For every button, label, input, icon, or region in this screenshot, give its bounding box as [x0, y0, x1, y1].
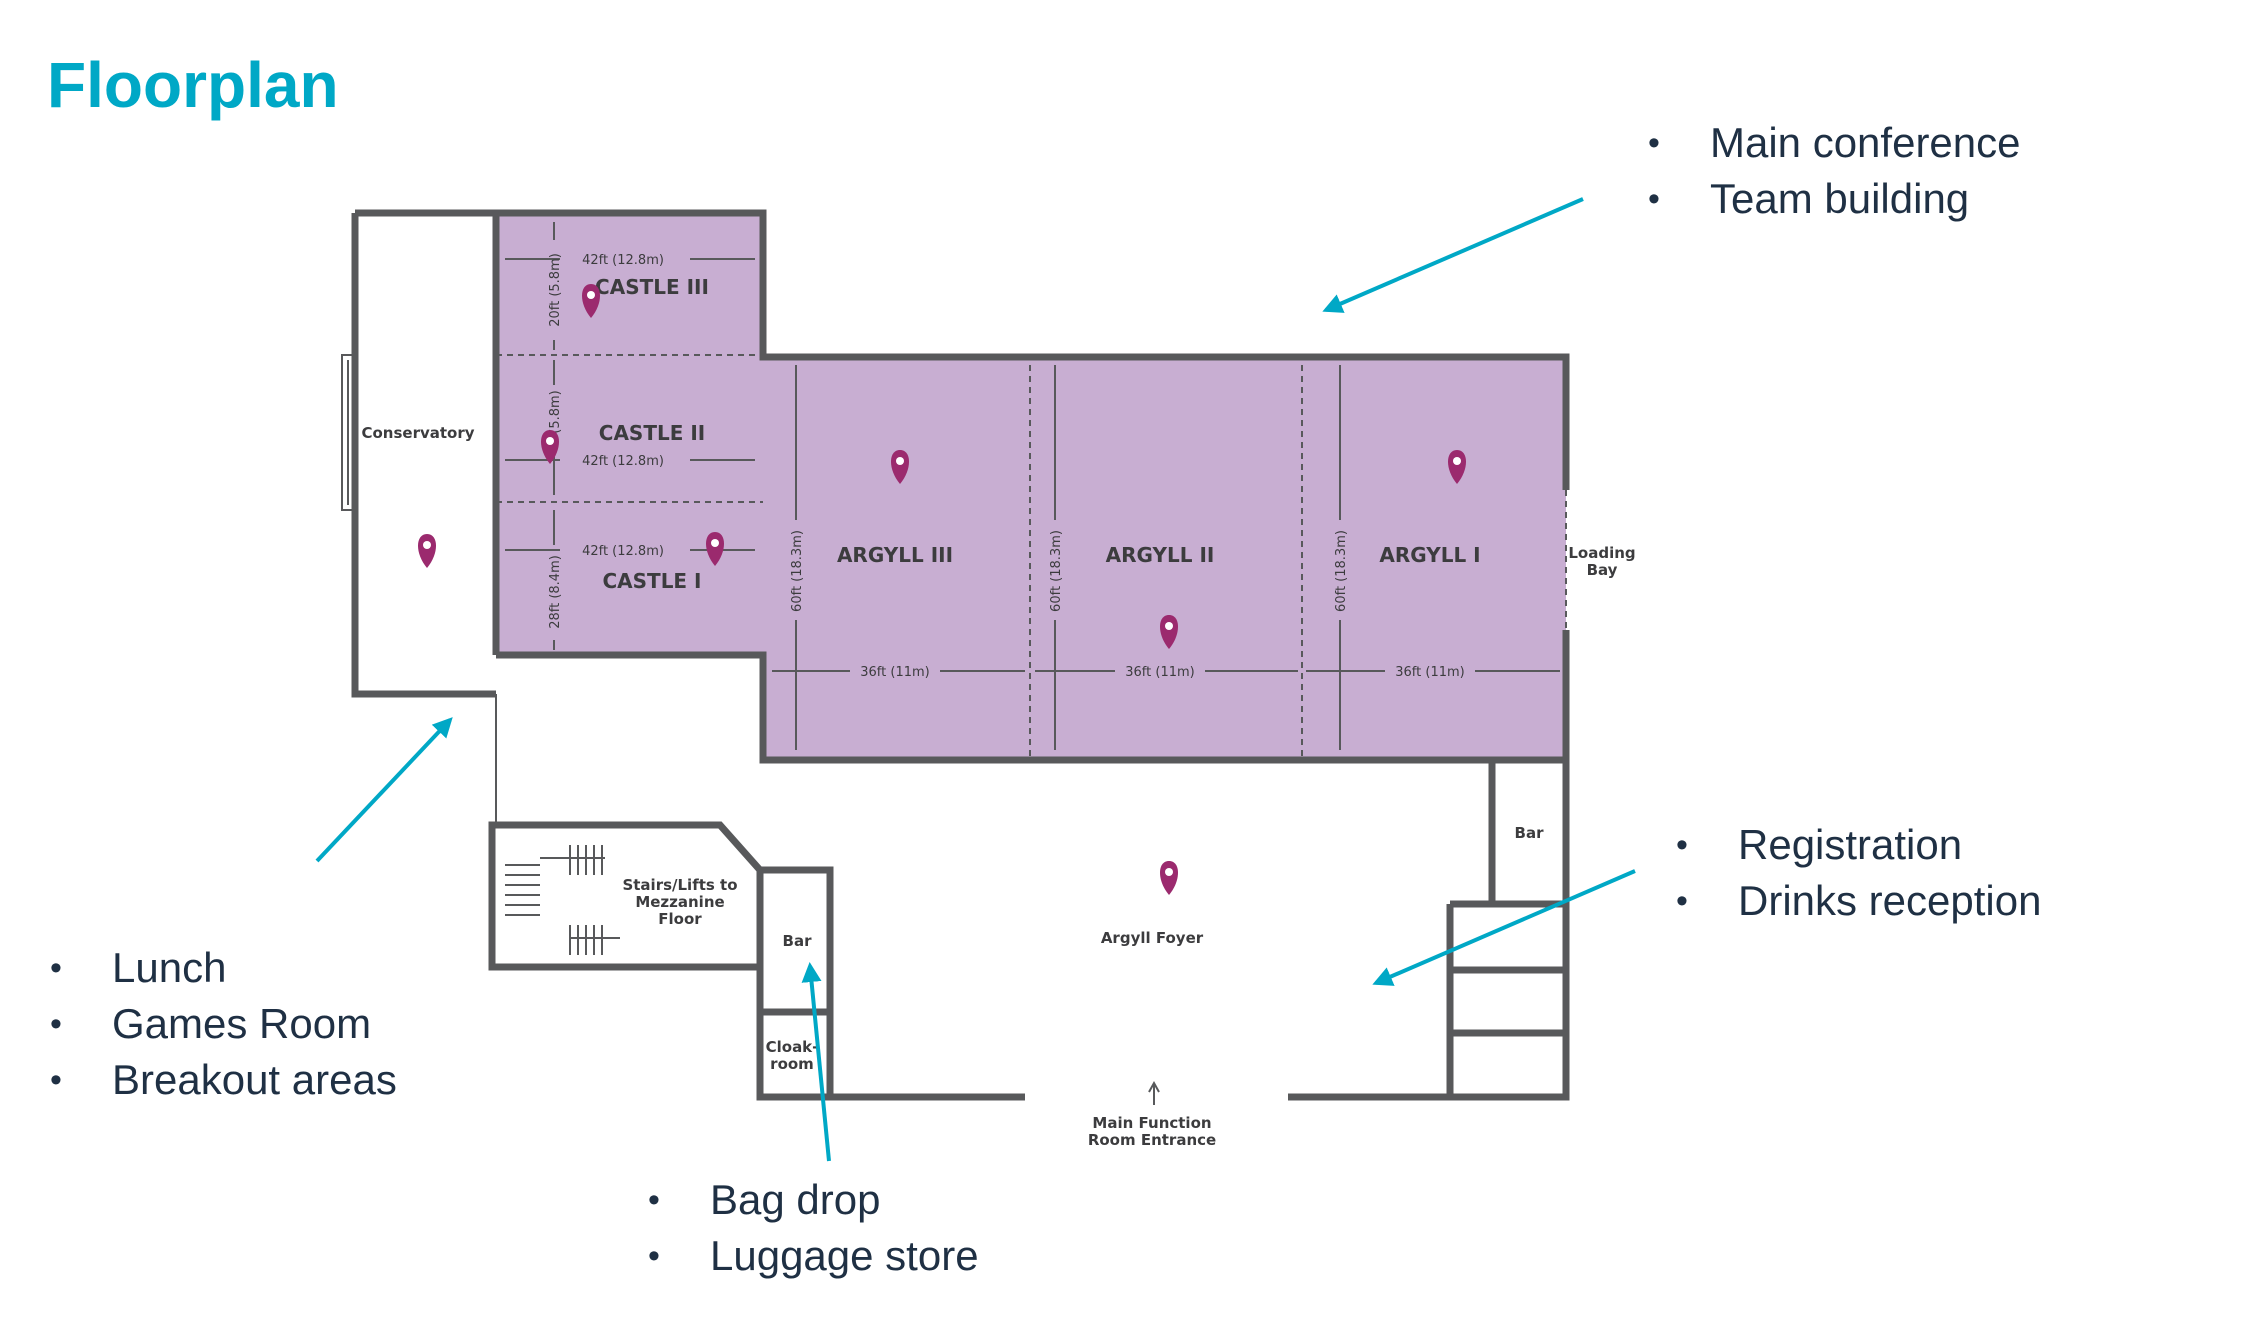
castle2-height: (5.8m) — [548, 390, 563, 433]
stairs-label-2: Mezzanine — [635, 893, 724, 911]
callout-item: Games Room — [42, 996, 397, 1052]
argyll2-width: 36ft (11m) — [1125, 665, 1194, 680]
bar-left-label: Bar — [783, 932, 813, 950]
pin-icon-foyer — [1160, 861, 1178, 895]
callout-arrow-foyer — [1372, 869, 1636, 986]
cloakroom-label-1: Cloak- — [766, 1038, 819, 1056]
south-east-rooms — [1288, 760, 1570, 1101]
room-castle-ii: CASTLE II — [599, 421, 705, 445]
conservatory-wall — [351, 213, 496, 698]
castle3-width: 42ft (12.8m) — [582, 253, 664, 268]
room-argyll-i: ARGYLL I — [1379, 543, 1480, 567]
pin-icon-conservatory — [418, 534, 436, 568]
stairs-label-3: Floor — [658, 910, 702, 928]
castle1-width: 42ft (12.8m) — [582, 544, 664, 559]
callout-conservatory-list: Lunch Games Room Breakout areas — [42, 940, 397, 1108]
callout-item: Registration — [1668, 817, 2041, 873]
argyll-south-wall — [496, 630, 1570, 764]
argyll3-width: 36ft (11m) — [860, 665, 929, 680]
entrance-arrow-icon — [1148, 1080, 1160, 1105]
room-conservatory: Conservatory — [361, 424, 474, 442]
north-wall — [355, 209, 1570, 490]
loading-bay-label-1: Loading — [1568, 544, 1635, 562]
castle1-height: 28ft (8.4m) — [548, 555, 563, 629]
pin-icon-castle-iii — [582, 284, 600, 318]
callout-item: Drinks reception — [1668, 873, 2041, 929]
loading-bay-label-2: Bay — [1587, 561, 1618, 579]
argyll3-height: 60ft (18.3m) — [790, 530, 805, 612]
room-castle-i: CASTLE I — [602, 569, 701, 593]
pin-icon-argyll-ii — [1160, 615, 1178, 649]
cloakroom-label-2: room — [770, 1055, 814, 1073]
bar-right-label: Bar — [1515, 824, 1545, 842]
callout-item: Lunch — [42, 940, 397, 996]
callout-bar-list: Bag drop Luggage store — [640, 1172, 979, 1284]
partition-lines — [496, 354, 1303, 760]
entrance-label-2: Room Entrance — [1088, 1131, 1216, 1149]
conservatory-bay — [341, 354, 355, 511]
room-argyll-iii: ARGYLL III — [837, 543, 953, 567]
callout-foyer-list: Registration Drinks reception — [1668, 817, 2041, 929]
callout-item: Luggage store — [640, 1228, 979, 1284]
pin-icon-argyll-i — [1448, 450, 1466, 484]
argyll-foyer-label: Argyll Foyer — [1101, 929, 1204, 947]
castle3-height: 20ft (5.8m) — [548, 253, 563, 327]
callout-item: Breakout areas — [42, 1052, 397, 1108]
room-argyll-ii: ARGYLL II — [1106, 543, 1215, 567]
callout-item: Bag drop — [640, 1172, 979, 1228]
dimension-lines — [505, 222, 1560, 750]
callout-main-list: Main conference Team building — [1640, 115, 2021, 227]
pin-icon-argyll-iii — [891, 450, 909, 484]
castle-rooms-area — [496, 213, 763, 655]
location-pins — [418, 284, 1466, 895]
argyll-rooms-area — [763, 357, 1566, 760]
castle2-width: 42ft (12.8m) — [582, 454, 664, 469]
stairs-label-1: Stairs/Lifts to — [622, 876, 737, 894]
page-title: Floorplan — [47, 49, 339, 121]
callout-item: Main conference — [1640, 115, 2021, 171]
pin-icon-castle-i — [706, 532, 724, 566]
argyll1-width: 36ft (11m) — [1395, 665, 1464, 680]
room-castle-iii: CASTLE III — [595, 275, 709, 299]
callout-arrow-conservatory — [315, 717, 453, 863]
entrance-label-1: Main Function — [1092, 1114, 1211, 1132]
pin-icon-castle-ii — [541, 430, 559, 464]
callout-arrow-main — [1322, 197, 1584, 313]
callout-arrow-bar — [801, 962, 831, 1162]
callout-item: Team building — [1640, 171, 2021, 227]
stairs-icon — [505, 845, 620, 955]
argyll1-height: 60ft (18.3m) — [1334, 530, 1349, 612]
argyll2-height: 60ft (18.3m) — [1049, 530, 1064, 612]
